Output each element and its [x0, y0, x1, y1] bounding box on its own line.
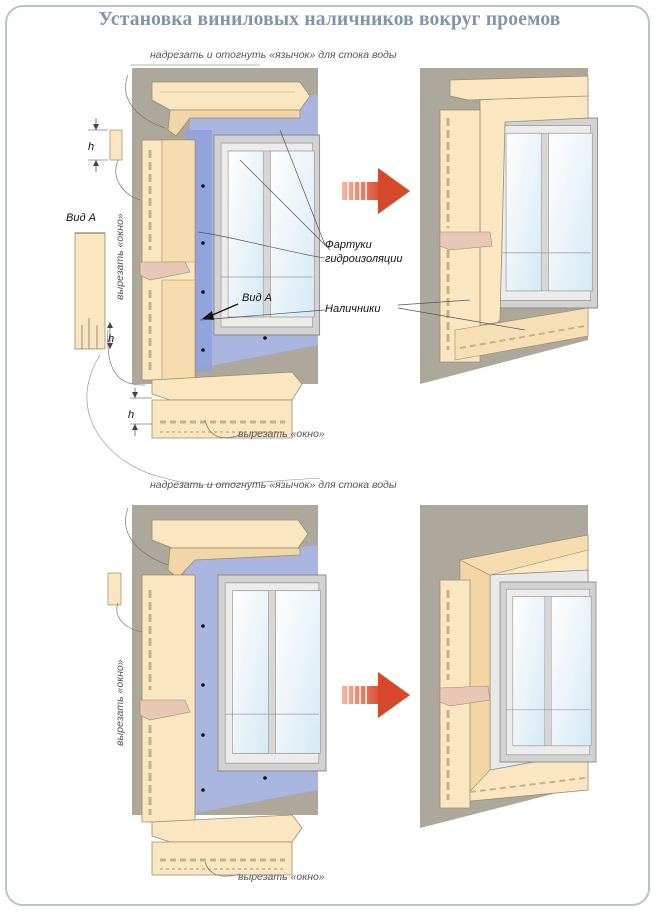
label-h1: h	[88, 141, 94, 153]
view-a-detail	[74, 232, 113, 350]
dimension-h1	[88, 118, 123, 172]
step-arrow-bottom	[342, 672, 410, 718]
label-h2: h	[108, 333, 114, 345]
label-cut-window-side-top: вырезать «окно»	[114, 213, 126, 300]
window	[491, 117, 599, 309]
window	[499, 581, 597, 763]
side-casing	[141, 574, 196, 823]
top-casing	[151, 519, 309, 549]
label-flashing-line1: Фартуки	[325, 239, 372, 251]
label-flashing-line2: гидроизоляции	[325, 253, 402, 265]
label-cut-tongue-top: надрезать и отогнуть «язычок» для стока …	[150, 49, 397, 61]
top-casing	[151, 81, 311, 111]
window	[217, 574, 327, 772]
panel-bottom-right	[420, 505, 597, 828]
diagram-title: Установка виниловых наличников вокруг пр…	[98, 9, 561, 30]
label-view-a-pointer: Вид А	[242, 292, 272, 304]
panel-top-left	[107, 64, 331, 439]
dimension-h3	[130, 388, 152, 436]
label-cut-window-side-bottom: вырезать «окно»	[114, 659, 126, 746]
panel-bottom-left	[86, 354, 327, 877]
window	[213, 134, 321, 336]
step-arrow-top	[342, 168, 410, 214]
label-cut-tongue-bottom: надрезать и отогнуть «язычок» для стока …	[150, 479, 397, 491]
label-h3: h	[128, 409, 134, 421]
label-view-a-title: Вид А	[66, 212, 96, 224]
panel-top-right	[397, 68, 599, 384]
label-cut-window-bottom-top: вырезать «окно»	[238, 428, 325, 440]
label-cut-window-bottom-bottom: вырезать «окно»	[238, 871, 325, 883]
label-casings: Наличники	[325, 303, 380, 315]
